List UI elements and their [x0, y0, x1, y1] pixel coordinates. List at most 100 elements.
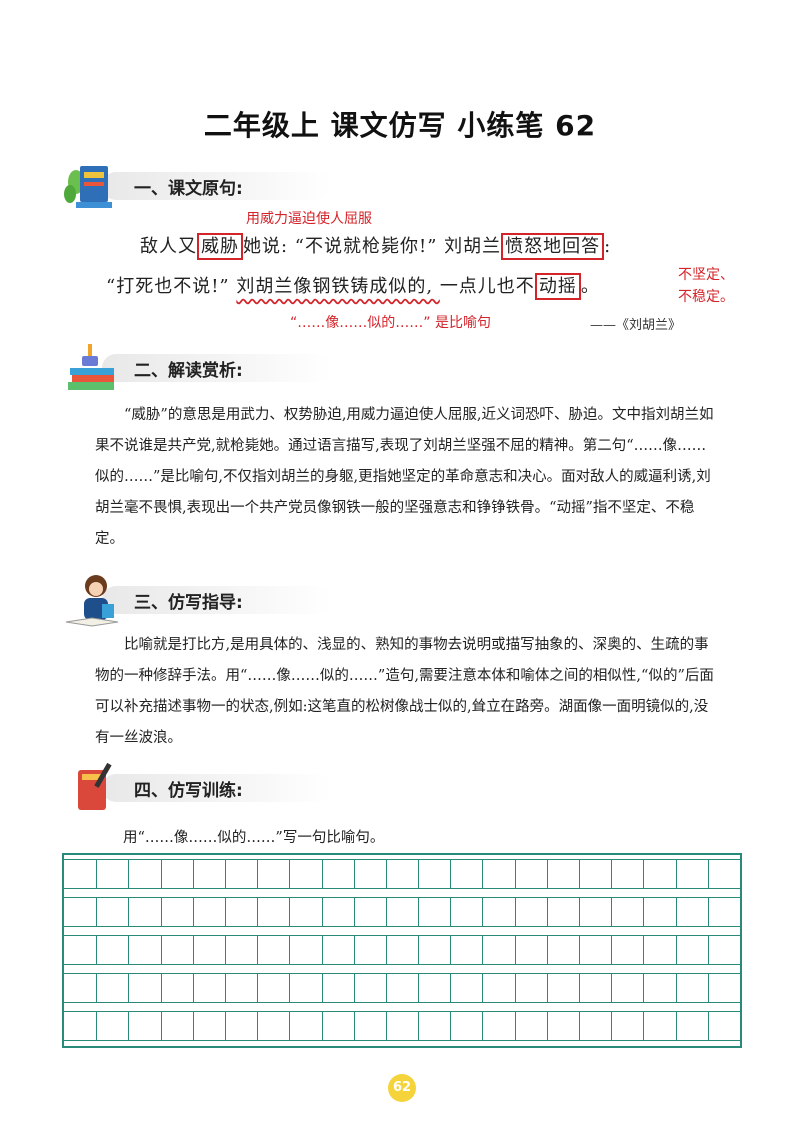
section-band — [102, 586, 332, 614]
notebook-pencil-icon — [78, 762, 112, 810]
grid-cell-line — [257, 898, 259, 926]
note-simile: “……像……似的……” 是比喻句 — [290, 315, 491, 331]
note-not-firm: 不坚定、 — [678, 267, 734, 283]
grid-cell-line — [160, 936, 162, 964]
grid-cell-line — [289, 1012, 291, 1040]
text-segment: 一点儿也不 — [439, 276, 535, 297]
grid-cell-line — [289, 898, 291, 926]
grid-cell-line — [514, 1012, 516, 1040]
grid-cell-line — [643, 936, 645, 964]
highlight-box-angry: 愤怒地回答 — [501, 233, 605, 260]
grid-cell-line — [289, 860, 291, 888]
section-label: 四、仿写训练: — [134, 781, 243, 801]
grid-cell-line — [385, 936, 387, 964]
grid-cell-line — [579, 860, 581, 888]
section-label: 一、课文原句: — [134, 179, 243, 199]
grid-cell-line — [96, 860, 98, 888]
section-band — [102, 354, 332, 382]
grid-row[interactable] — [64, 897, 740, 927]
grid-cell-line — [128, 936, 130, 964]
guidance-paragraph: 比喻就是打比方,是用具体的、浅显的、熟知的事物去说明或描写抽象的、深奥的、生疏的… — [95, 637, 714, 746]
grid-cell-line — [96, 936, 98, 964]
grid-cell-line — [224, 860, 226, 888]
grid-cell-line — [224, 974, 226, 1002]
grid-cell-line — [353, 974, 355, 1002]
grid-cell-line — [96, 1012, 98, 1040]
grid-cell-line — [611, 898, 613, 926]
grid-cell-line — [514, 898, 516, 926]
text-segment: 。 — [580, 276, 600, 297]
grid-cell-line — [707, 898, 709, 926]
grid-cell-line — [514, 974, 516, 1002]
grid-row[interactable] — [64, 1011, 740, 1041]
grid-cell-line — [611, 860, 613, 888]
grid-row[interactable] — [64, 973, 740, 1003]
grid-cell-line — [482, 1012, 484, 1040]
section-header-exercise: 四、仿写训练: — [62, 762, 362, 812]
grid-cell-line — [321, 936, 323, 964]
grid-cell-line — [257, 936, 259, 964]
grid-cell-line — [707, 860, 709, 888]
grid-cell-line — [224, 898, 226, 926]
grid-cell-line — [289, 974, 291, 1002]
grid-cell-line — [353, 1012, 355, 1040]
grid-cell-line — [450, 860, 452, 888]
grid-cell-line — [418, 1012, 420, 1040]
grid-row[interactable] — [64, 935, 740, 965]
grid-cell-line — [707, 1012, 709, 1040]
grid-cell-line — [257, 974, 259, 1002]
book-stack-icon — [68, 344, 114, 390]
grid-cell-line — [128, 860, 130, 888]
grid-cell-line — [96, 898, 98, 926]
grid-cell-line — [514, 936, 516, 964]
teacher-icon — [65, 575, 119, 627]
grid-cell-line — [611, 974, 613, 1002]
grid-cell-line — [385, 898, 387, 926]
grid-cell-line — [224, 1012, 226, 1040]
grid-cell-line — [257, 860, 259, 888]
grid-cell-line — [160, 974, 162, 1002]
text-segment: 她说: “不说就枪毙你!” 刘胡兰 — [243, 236, 502, 257]
simile-underline: 刘胡兰像钢铁铸成似的, — [236, 276, 440, 297]
grid-cell-line — [482, 860, 484, 888]
analysis-paragraph: “威胁”的意思是用武力、权势胁迫,用威力逼迫使人屈服,近义词恐吓、胁迫。文中指刘… — [95, 407, 714, 547]
page-number-badge: 62 — [388, 1074, 416, 1102]
original-sentence-line-1: 敌人又威胁她说: “不说就枪毙你!” 刘胡兰愤怒地回答: — [140, 232, 611, 260]
grid-cell-line — [192, 860, 194, 888]
grid-cell-line — [482, 974, 484, 1002]
grid-cell-line — [418, 936, 420, 964]
grid-cell-line — [353, 898, 355, 926]
grid-row[interactable] — [64, 859, 740, 889]
grid-cell-line — [224, 936, 226, 964]
writing-grid[interactable] — [62, 853, 742, 1048]
grid-cell-line — [579, 1012, 581, 1040]
grid-cell-line — [546, 898, 548, 926]
grid-cell-line — [160, 898, 162, 926]
grid-cell-line — [353, 860, 355, 888]
books-plant-icon — [64, 166, 112, 208]
section-header-original: 一、课文原句: — [62, 160, 362, 210]
grid-cell-line — [418, 898, 420, 926]
grid-cell-line — [546, 1012, 548, 1040]
grid-cell-line — [192, 974, 194, 1002]
annotation-meaning: 用威力逼迫使人屈服 — [246, 211, 372, 227]
grid-cell-line — [128, 974, 130, 1002]
grid-cell-line — [450, 1012, 452, 1040]
text-segment: 敌人又 — [140, 236, 197, 257]
grid-cell-line — [643, 974, 645, 1002]
grid-cell-line — [450, 936, 452, 964]
section-label: 二、解读赏析: — [134, 361, 243, 381]
grid-cell-line — [546, 860, 548, 888]
original-sentence-line-2: “打死也不说!” 刘胡兰像钢铁铸成似的, 一点儿也不动摇。 — [106, 272, 600, 300]
grid-cell-line — [418, 974, 420, 1002]
grid-cell-line — [321, 898, 323, 926]
grid-cell-line — [385, 860, 387, 888]
grid-cell-line — [450, 898, 452, 926]
grid-cell-line — [482, 936, 484, 964]
grid-cell-line — [482, 898, 484, 926]
grid-cell-line — [675, 1012, 677, 1040]
grid-cell-line — [321, 974, 323, 1002]
grid-cell-line — [289, 936, 291, 964]
grid-cell-line — [128, 1012, 130, 1040]
grid-cell-line — [579, 898, 581, 926]
